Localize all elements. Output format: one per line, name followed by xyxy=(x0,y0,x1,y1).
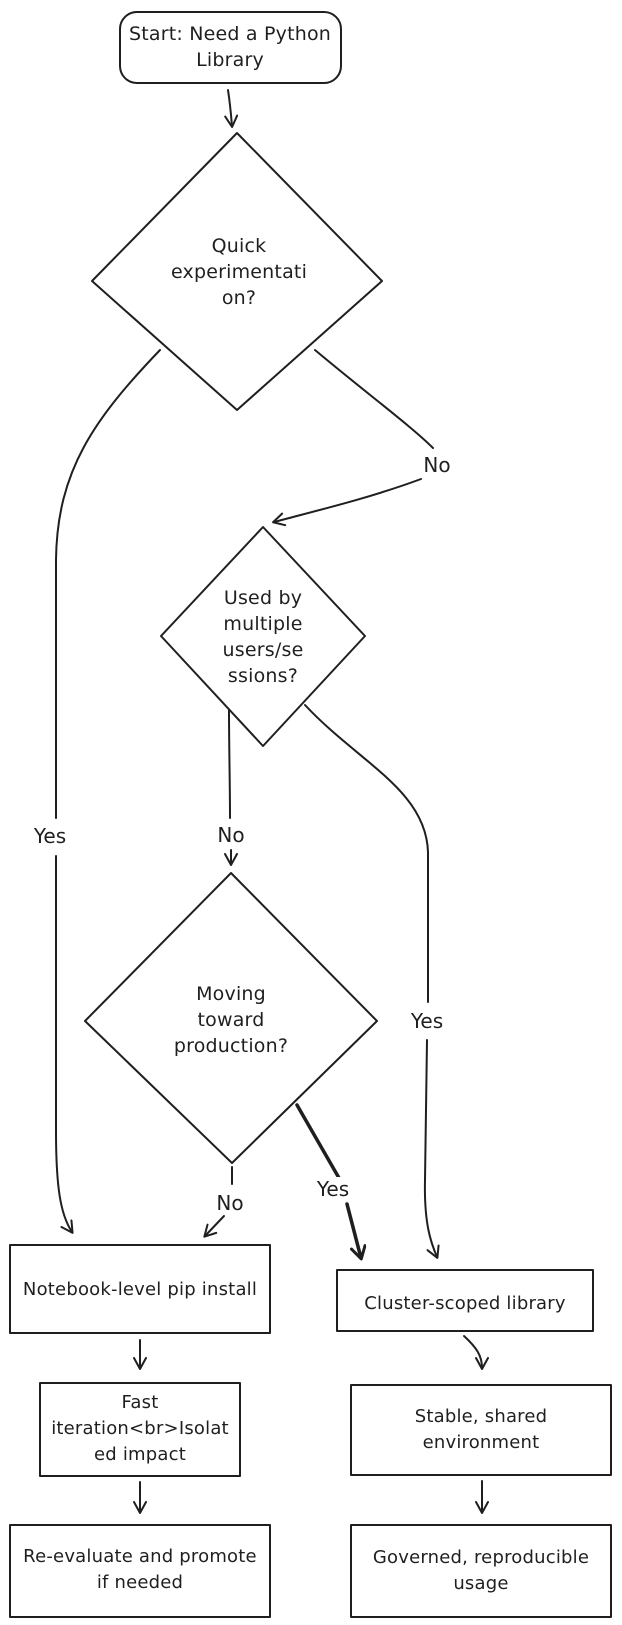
edge-label-production-no: No xyxy=(213,1191,247,1215)
start-node-shape xyxy=(119,11,342,84)
decision-moving-production-shape xyxy=(84,872,378,1164)
label-line: Start: Need a Python xyxy=(128,23,332,45)
label-line: Library xyxy=(196,49,264,71)
label-line: toward xyxy=(197,1009,265,1031)
cluster-scoped-library-label: Cluster-scoped library xyxy=(364,1291,565,1317)
label-line: production? xyxy=(173,1035,289,1057)
edge-label-quick-yes: Yes xyxy=(30,824,70,848)
label-line: if needed xyxy=(96,1572,184,1593)
edge-quick-yes-lower xyxy=(55,855,74,1234)
notebook-pip-install-label: Notebook-level pip install xyxy=(23,1277,257,1303)
edge-quick-no-upper xyxy=(314,349,434,449)
label-line: on? xyxy=(221,287,257,309)
reevaluate-promote-shape xyxy=(9,1524,271,1618)
edge-quick-yes-upper xyxy=(55,349,161,819)
start-node-label: Start: Need a Python Library xyxy=(129,21,331,73)
edge-users-yes-upper xyxy=(304,704,429,1003)
label-line: multiple xyxy=(223,613,303,635)
cluster-scoped-library-shape xyxy=(336,1269,594,1332)
stable-shared-environment-shape xyxy=(350,1384,612,1476)
governed-reproducible-shape xyxy=(350,1524,612,1618)
label-line: users/se xyxy=(222,639,304,661)
governed-reproducible-label: Governed, reproducible usage xyxy=(373,1545,589,1597)
decision-multiple-users-shape xyxy=(160,526,366,747)
edge-production-yes-upper xyxy=(295,1103,341,1180)
notebook-pip-install-shape xyxy=(9,1244,271,1334)
label-line: Quick xyxy=(211,235,267,257)
label-line: ssions? xyxy=(227,665,299,687)
edge-start-to-quick xyxy=(224,89,239,128)
edge-production-no-lower xyxy=(203,1215,225,1238)
edge-label-quick-no: No xyxy=(420,453,454,477)
edge-label-production-yes: Yes xyxy=(313,1177,353,1201)
label-line: Moving xyxy=(196,983,266,1005)
label-line: Notebook-level pip install xyxy=(22,1279,258,1300)
edge-users-yes-lower xyxy=(423,1039,440,1259)
edge-label-users-yes: Yes xyxy=(407,1009,447,1033)
edge-label-users-no: No xyxy=(214,823,248,847)
label-line: Governed, reproducible xyxy=(372,1547,590,1568)
fast-iteration-label: Fast iteration<br>Isolat ed impact xyxy=(51,1390,229,1468)
label-line: environment xyxy=(422,1432,540,1453)
label-line: Cluster-scoped library xyxy=(364,1293,566,1314)
fast-iteration-shape xyxy=(39,1382,241,1477)
decision-quick-experimentation-shape xyxy=(91,132,383,411)
label-line: Re-evaluate and promote xyxy=(23,1546,257,1567)
decision-multiple-users-label: Used by multiple users/se ssions? xyxy=(223,585,304,689)
label-line: Fast xyxy=(121,1392,159,1413)
edge-production-yes-lower xyxy=(345,1202,361,1258)
label-line: Stable, shared xyxy=(414,1406,548,1427)
edge-quick-no-lower xyxy=(272,478,422,527)
stable-shared-environment-label: Stable, shared environment xyxy=(415,1404,548,1456)
edge-users-no-upper xyxy=(228,709,231,819)
label-line: ed impact xyxy=(94,1444,186,1465)
decision-quick-experimentation-label: Quick experimentati on? xyxy=(171,233,307,311)
edge-cluster-to-stable xyxy=(463,1335,489,1370)
decision-moving-production-label: Moving toward production? xyxy=(174,981,288,1059)
label-line: experimentati xyxy=(170,261,308,283)
label-line: iteration<br>Isolat xyxy=(51,1418,229,1439)
reevaluate-promote-label: Re-evaluate and promote if needed xyxy=(23,1544,257,1596)
label-line: usage xyxy=(453,1573,509,1594)
label-line: Used by xyxy=(223,587,303,609)
